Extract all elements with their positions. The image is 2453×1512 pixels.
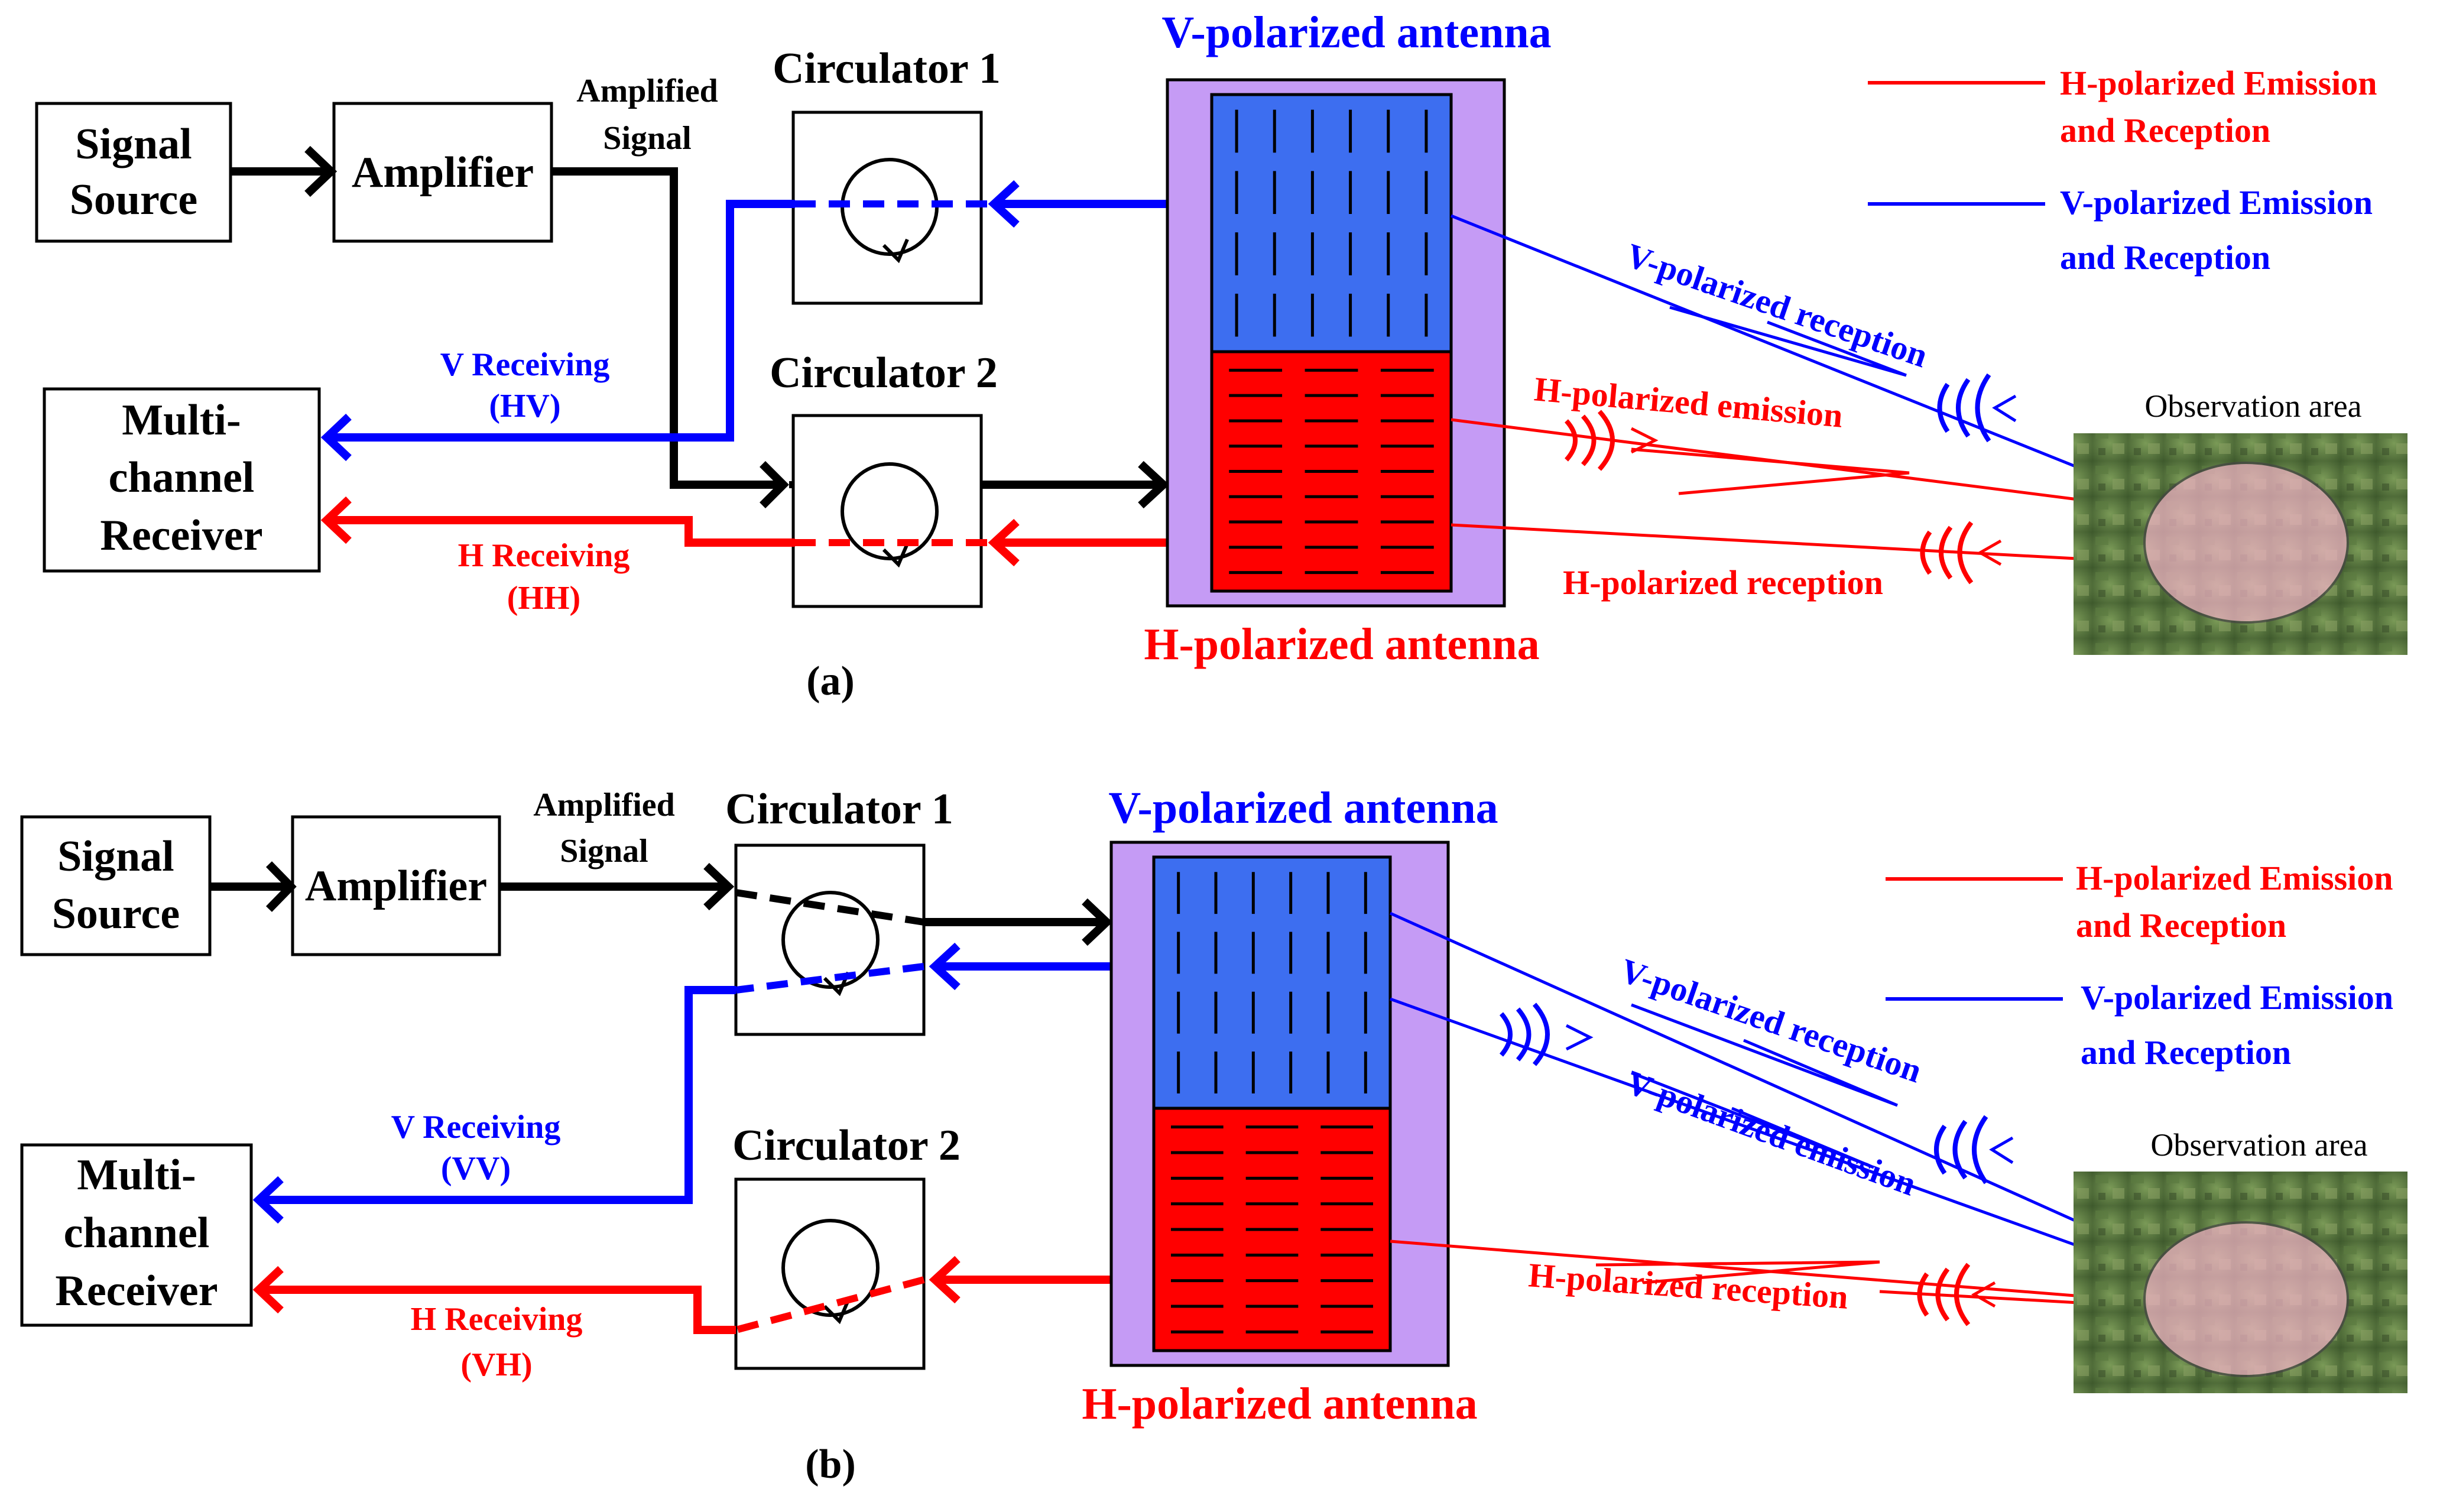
legend-red-label: H-polarized Emission — [2076, 859, 2393, 897]
v-panel — [1152, 855, 1392, 1110]
v-panel — [1210, 93, 1453, 353]
receiver-label: Multi- — [77, 1151, 196, 1199]
amplifier-label: Amplifier — [352, 148, 534, 197]
wave-icon — [1934, 1115, 2014, 1185]
signal-source-label: Signal — [75, 120, 192, 168]
circulator-2-label: Circulator 2 — [770, 349, 998, 397]
observation-label: Observation area — [2144, 388, 2361, 424]
signal-source-label: Signal — [57, 832, 174, 881]
amplifier-box: Amplifier — [291, 815, 501, 956]
wave-icon — [1499, 1002, 1594, 1066]
h-antenna-label: H-polarized antenna — [1082, 1379, 1477, 1429]
h-element-grid — [1171, 1125, 1373, 1333]
v-reception-label: V-polarized reception — [1615, 951, 1926, 1090]
observation-area: Observation area — [2074, 1127, 2407, 1393]
h-receiving-label: H Receiving — [411, 1301, 583, 1338]
v-element-grid — [1177, 872, 1367, 1094]
wave-icon — [1920, 521, 2002, 585]
v-reception-label: V-polarized reception — [1621, 236, 1932, 375]
antenna: V-polarized antenna H-polarized antenna — [1082, 783, 1498, 1429]
legend: H-polarized Emission and Reception V-pol… — [1868, 64, 2377, 277]
h-reception-label: H-polarized reception — [1563, 563, 1883, 602]
signal-source-label: Source — [52, 890, 180, 938]
h-receiving-label: H Receiving — [458, 537, 630, 574]
receiver-label: channel — [109, 453, 255, 502]
amplifier-label: Amplifier — [305, 862, 487, 910]
h-element-grid — [1229, 368, 1434, 575]
signal-source-label: Source — [70, 176, 198, 224]
receiver-box: Multi- channel Receiver — [43, 387, 321, 573]
legend-blue-label: V-polarized Emission — [2060, 183, 2373, 222]
antenna: V-polarized antenna H-polarized antenna — [1144, 8, 1551, 669]
amplified-signal-label: Amplified — [533, 787, 675, 823]
circulator-1-label: Circulator 1 — [725, 785, 953, 833]
panel-a: Signal Source Amplifier Amplified Signal… — [35, 8, 2407, 704]
amplified-signal-label: Amplified — [576, 73, 718, 109]
circulator-1-label: Circulator 1 — [773, 44, 1001, 93]
v-receiving-label: V Receiving — [391, 1109, 561, 1146]
legend-red-label: and Reception — [2060, 111, 2270, 150]
wave-icon — [1917, 1263, 1996, 1326]
legend-blue-label: and Reception — [2081, 1033, 2291, 1072]
signal-source-box: Signal Source — [35, 102, 232, 243]
legend: H-polarized Emission and Reception V-pol… — [1886, 859, 2393, 1072]
transmit-path — [499, 862, 1113, 946]
circulator-icon — [781, 1219, 880, 1317]
receiver-label: channel — [64, 1209, 210, 1257]
h-emission-label: H-polarized emission — [1533, 369, 1844, 434]
v-receiving-label: (VV) — [441, 1150, 511, 1187]
v-antenna-label: V-polarized antenna — [1108, 783, 1498, 833]
v-receiving-label: V Receiving — [440, 346, 610, 383]
wave-icon — [1564, 410, 1659, 471]
v-receive-path — [320, 180, 1167, 462]
h-receiving-label: (HH) — [507, 580, 580, 617]
receiver-label: Multi- — [122, 396, 241, 444]
receiver-box: Multi- channel Receiver — [20, 1143, 253, 1327]
legend-red-label: and Reception — [2076, 906, 2286, 945]
panel-b: Signal Source Amplifier Amplified Signal… — [20, 783, 2407, 1487]
circulator-1: Circulator 1 — [725, 785, 953, 1036]
circulator-2-label: Circulator 2 — [732, 1121, 961, 1170]
circulator-1: Circulator 1 — [773, 44, 1001, 305]
panel-caption: (b) — [805, 1442, 856, 1487]
v-antenna-label: V-polarized antenna — [1161, 8, 1551, 57]
amplified-signal-label: Signal — [560, 833, 648, 869]
circulator-icon — [841, 462, 939, 560]
receiver-label: Receiver — [55, 1267, 218, 1315]
h-antenna-label: H-polarized antenna — [1144, 619, 1539, 669]
v-receive-path — [252, 942, 1111, 1224]
observation-label: Observation area — [2150, 1127, 2367, 1163]
observation-area: Observation area — [2074, 388, 2407, 655]
receiver-label: Receiver — [100, 511, 262, 560]
source-to-amplifier-arrow — [210, 861, 297, 912]
amplifier-box: Amplifier — [332, 102, 553, 243]
legend-red-label: H-polarized Emission — [2060, 64, 2377, 102]
h-receive-path — [252, 1255, 1111, 1334]
v-receiving-label: (HV) — [489, 388, 560, 424]
signal-source-box: Signal Source — [20, 815, 212, 956]
circulator-2: Circulator 2 — [770, 349, 998, 608]
source-to-amplifier-arrow — [231, 145, 338, 197]
amplified-signal-label: Signal — [603, 120, 691, 157]
h-receive-path — [320, 496, 1167, 567]
h-receiving-label: (VH) — [460, 1346, 532, 1383]
legend-blue-label: V-polarized Emission — [2081, 978, 2393, 1017]
panel-caption: (a) — [806, 658, 855, 704]
observation-ellipse — [2143, 462, 2349, 624]
beams — [1389, 911, 2247, 1326]
circulator-2: Circulator 2 — [732, 1121, 961, 1370]
legend-blue-label: and Reception — [2060, 238, 2270, 277]
circulator-icon — [781, 891, 880, 989]
wave-icon — [1937, 373, 2017, 443]
observation-ellipse — [2143, 1221, 2349, 1377]
v-element-grid — [1235, 109, 1428, 337]
